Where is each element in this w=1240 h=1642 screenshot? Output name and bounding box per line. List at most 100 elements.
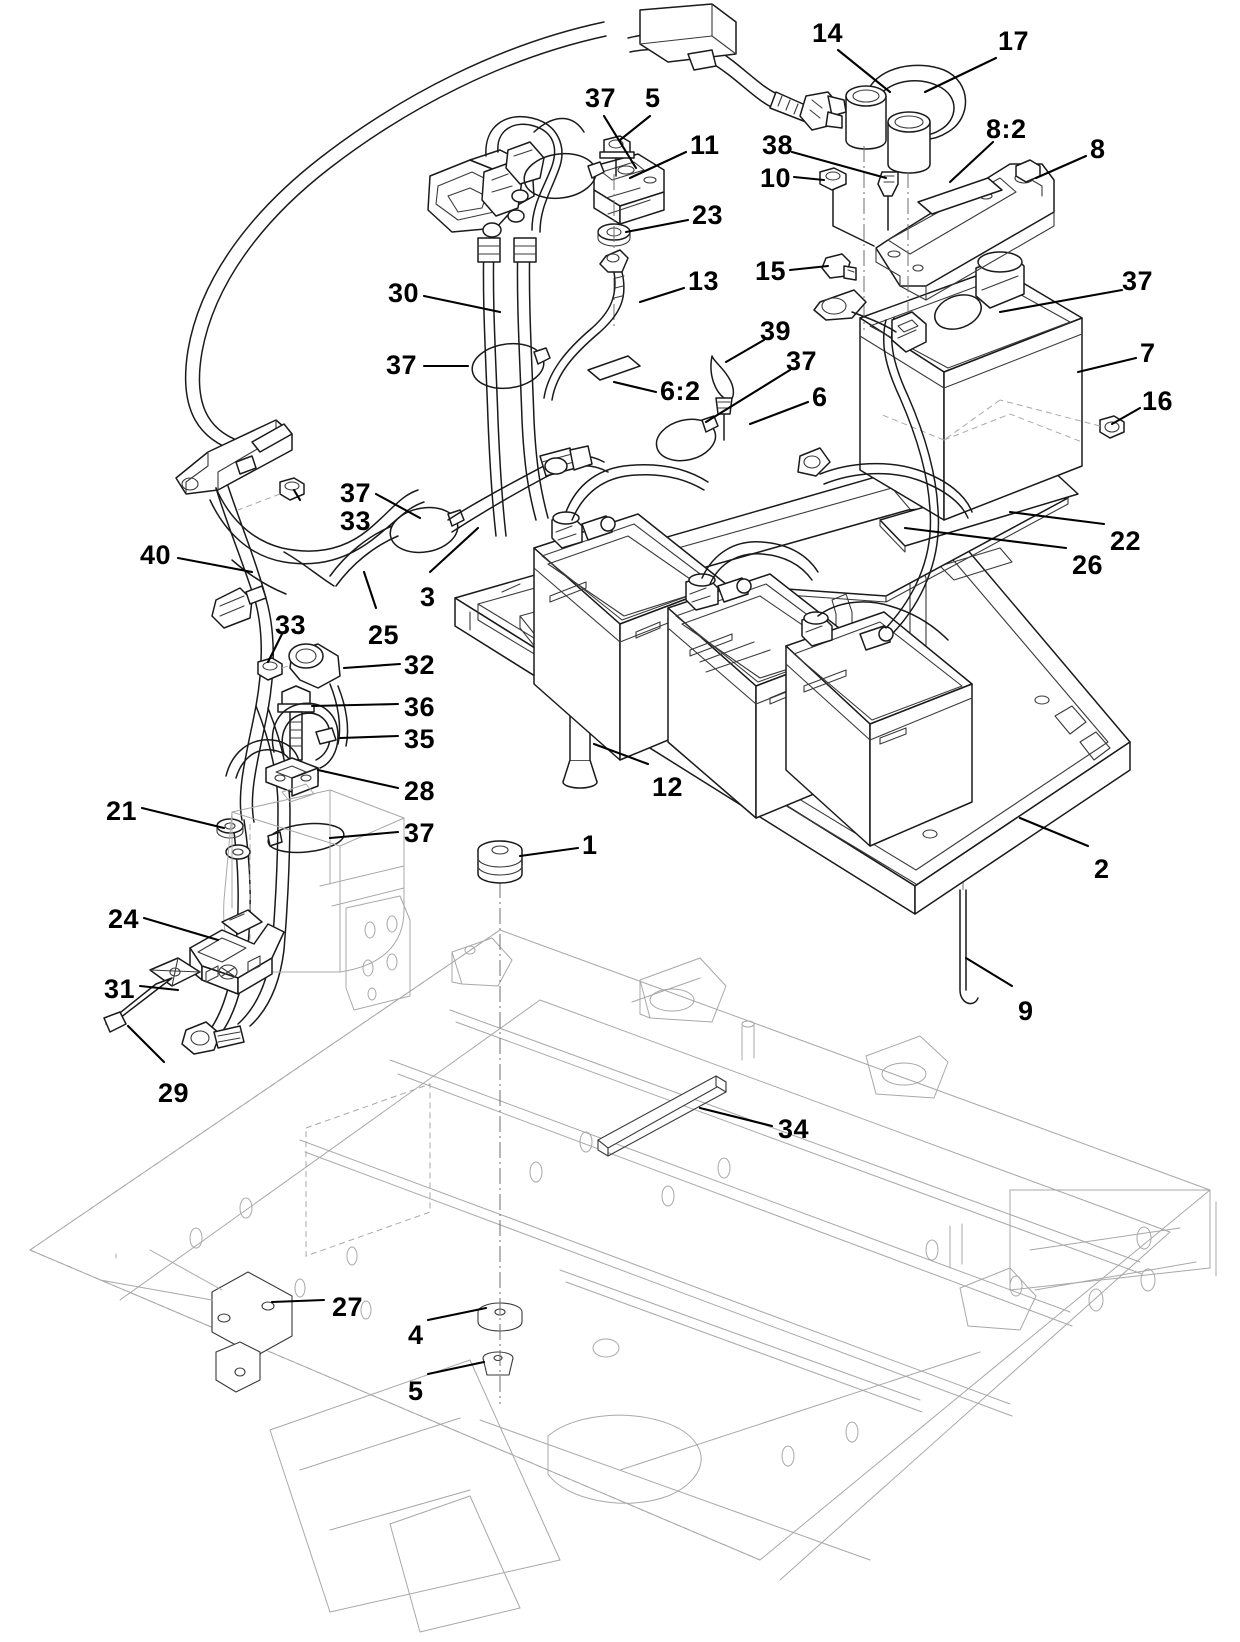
part-5-flange-nut-top [599, 135, 635, 177]
callout-6: 6 [812, 382, 828, 412]
callout-34: 34 [778, 1114, 810, 1144]
part-37-clamp-ring-a [523, 152, 605, 200]
leader-6-2 [612, 380, 658, 394]
part-38-pin [877, 171, 899, 231]
part-23-washer [597, 174, 631, 330]
leader-32 [342, 662, 402, 670]
part-32-terminal-boot [288, 643, 349, 747]
callout-37: 37 [585, 83, 617, 113]
machine-frame-ghost [29, 929, 1217, 1633]
callout-17: 17 [998, 26, 1030, 56]
battery-interconnect-cables [565, 317, 973, 641]
part-13-cable [543, 249, 629, 401]
leader-12 [592, 742, 650, 766]
callout-2: 2 [1094, 854, 1110, 884]
callout-8: 8 [1090, 134, 1106, 164]
leader-29 [126, 1024, 166, 1064]
leader-4 [426, 1306, 488, 1322]
leader-5 [618, 114, 652, 142]
leader-22 [1008, 510, 1106, 526]
part-8-holddown-bracket [875, 159, 1055, 301]
part-17-hose-loop [845, 64, 967, 330]
callout-24: 24 [108, 904, 140, 934]
leader-3 [428, 526, 480, 574]
leader-17 [923, 56, 998, 94]
callout-35: 35 [404, 724, 436, 754]
part-28-bracket [265, 757, 319, 797]
leader-33 [292, 488, 302, 502]
part-6-battery-right [785, 611, 973, 847]
leader-34 [698, 1106, 774, 1128]
tank-ghost [223, 783, 411, 1011]
callout-37: 37 [340, 478, 372, 508]
callout-29: 29 [158, 1078, 190, 1108]
leader-8-2 [948, 140, 995, 184]
callout-28: 28 [404, 776, 436, 806]
part-33-nut-b [257, 657, 301, 681]
callout-31: 31 [104, 974, 136, 1004]
callout-6-2: 6:2 [660, 376, 701, 406]
callout-12: 12 [652, 772, 684, 802]
leader-7 [1076, 356, 1138, 374]
callout-23: 23 [692, 200, 724, 230]
part-1-spacer [477, 840, 523, 884]
leader-35 [338, 734, 400, 740]
leader-40 [176, 556, 254, 574]
leader-23 [624, 218, 690, 234]
leader-10 [792, 175, 826, 182]
leader-27 [270, 1298, 326, 1304]
part-25-cable [329, 525, 399, 587]
callout-16: 16 [1142, 386, 1174, 416]
part-7-battery-right-tall [859, 251, 1083, 521]
part-24-solenoid [189, 909, 285, 995]
part-5-grommet-bottom [482, 1351, 514, 1376]
part-37-clamp-ring-c [389, 506, 465, 554]
callout-4: 4 [408, 1320, 424, 1350]
part-15-grommet [821, 253, 857, 281]
part-33-nut-a [237, 477, 305, 511]
leader-37 [328, 830, 400, 840]
leader-2 [1018, 816, 1090, 848]
leader-11 [628, 150, 688, 180]
callout-39: 39 [760, 316, 792, 346]
leader-15 [788, 264, 830, 272]
callout-37: 37 [786, 346, 818, 376]
callout-26: 26 [1072, 550, 1104, 580]
part-37-clamp-ring-d [655, 415, 719, 462]
callout-25: 25 [368, 620, 400, 650]
callout-37: 37 [386, 350, 418, 380]
leader-8 [1034, 154, 1088, 180]
part-35-harness-loop [225, 702, 339, 779]
callout-9: 9 [1018, 996, 1034, 1026]
leader-16 [1110, 406, 1142, 426]
callout-22: 22 [1110, 526, 1142, 556]
leader-6 [748, 400, 810, 426]
part-37-clamp-ring-f [934, 294, 982, 330]
leader-1 [518, 846, 580, 858]
callout-13: 13 [688, 266, 720, 296]
leader-14 [836, 48, 892, 94]
callout-5: 5 [408, 1376, 424, 1406]
callout-10: 10 [760, 163, 792, 193]
callout-37: 37 [1122, 266, 1154, 296]
part-37-clamp-ring-b [471, 342, 551, 390]
callout-37: 37 [404, 818, 436, 848]
callout-32: 32 [404, 650, 436, 680]
part-8-2-decal [917, 177, 1003, 215]
leader-5 [426, 1360, 486, 1376]
main-cable-harness [175, 21, 607, 1055]
leader-21 [140, 806, 226, 830]
connector-box-rear [813, 289, 927, 353]
callout-5: 5 [645, 83, 661, 113]
leader-37 [998, 288, 1124, 314]
leader-9 [964, 956, 1014, 988]
callout-27: 27 [332, 1292, 364, 1322]
callout-3: 3 [420, 582, 436, 612]
callout-1: 1 [582, 830, 598, 860]
leader-24 [142, 916, 220, 942]
part-6-2-decal [587, 355, 641, 381]
callout-leaders [126, 48, 1142, 1376]
leader-36 [310, 702, 400, 708]
